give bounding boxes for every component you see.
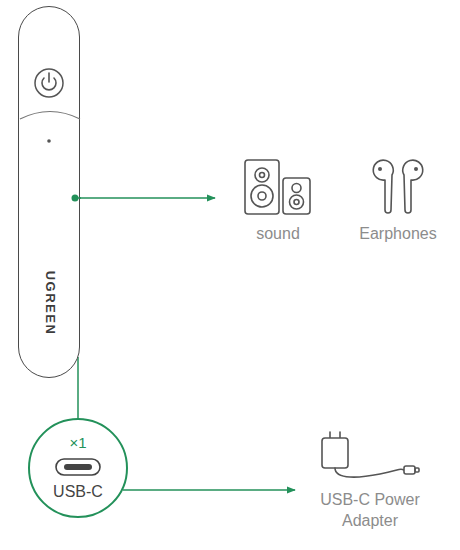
panel-seam xyxy=(20,112,80,120)
connector xyxy=(123,489,295,491)
led-dot xyxy=(47,139,51,143)
speaker-item: sound xyxy=(243,158,313,245)
leader-dot xyxy=(72,195,79,202)
connector xyxy=(77,357,79,419)
device-body: UGREEN xyxy=(18,6,80,378)
port-callout: ×1 USB-C xyxy=(28,418,128,518)
earphones-icon xyxy=(370,158,426,216)
adapter-icon xyxy=(320,430,420,482)
item-label: sound xyxy=(256,224,300,245)
earphones-item: Earphones xyxy=(359,158,436,245)
adapter-item: USB-C Power Adapter xyxy=(315,430,425,532)
usb-c-port-icon xyxy=(55,458,101,476)
power-symbol xyxy=(48,73,50,82)
connector xyxy=(80,197,215,199)
quantity-label: ×1 xyxy=(69,435,86,452)
port-label: USB-C xyxy=(53,482,103,501)
item-label: USB-C Power Adapter xyxy=(315,490,425,532)
speaker-icon xyxy=(243,158,313,216)
item-label: Earphones xyxy=(359,224,436,245)
brand-label: UGREEN xyxy=(43,271,58,336)
power-button xyxy=(35,69,63,97)
